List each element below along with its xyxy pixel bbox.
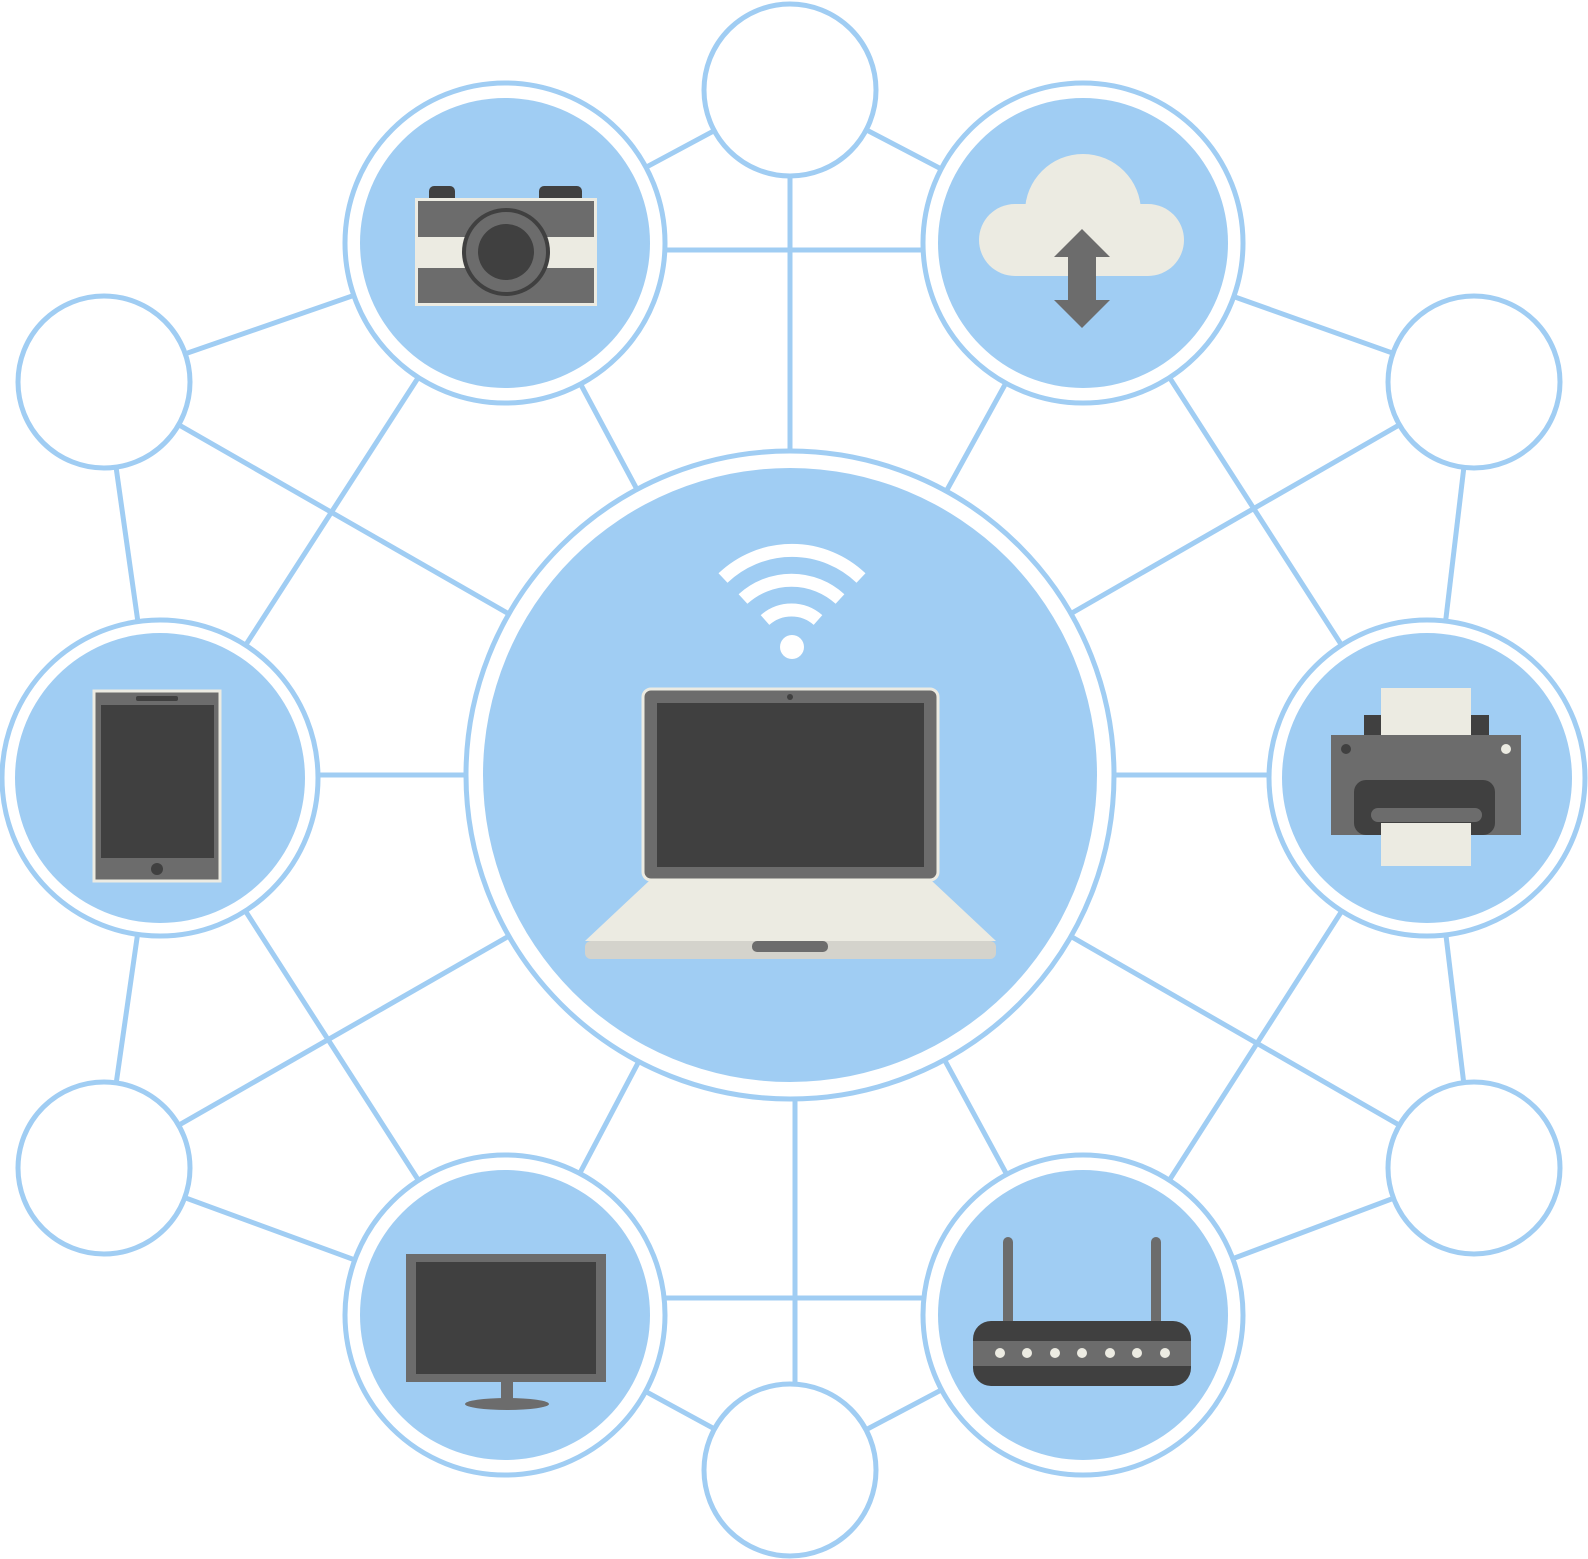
empty-node-lower-left bbox=[15, 1079, 193, 1257]
tablet-node bbox=[0, 617, 321, 939]
camera-node bbox=[342, 80, 668, 406]
cloud-node bbox=[920, 80, 1246, 406]
router-inner bbox=[938, 1170, 1228, 1460]
printer-node bbox=[1266, 617, 1588, 939]
empty-node-upper-left bbox=[15, 293, 193, 471]
cloud-upload-download-icon bbox=[979, 154, 1184, 328]
printer-icon bbox=[1331, 688, 1521, 866]
monitor-icon bbox=[406, 1254, 606, 1410]
empty-node-bottom bbox=[701, 1381, 879, 1559]
empty-node-top bbox=[701, 1, 879, 179]
hub-node bbox=[463, 448, 1117, 1102]
monitor-node bbox=[342, 1152, 668, 1478]
router-icon bbox=[973, 1237, 1191, 1386]
camera-icon bbox=[415, 186, 597, 306]
tablet-icon bbox=[92, 689, 222, 883]
empty-nodes bbox=[15, 1, 1563, 1559]
router-node bbox=[920, 1152, 1246, 1478]
empty-node-lower-right bbox=[1385, 1079, 1563, 1257]
empty-node-upper-right bbox=[1385, 293, 1563, 471]
laptop-icon bbox=[585, 687, 996, 959]
wifi-icon bbox=[718, 543, 866, 659]
